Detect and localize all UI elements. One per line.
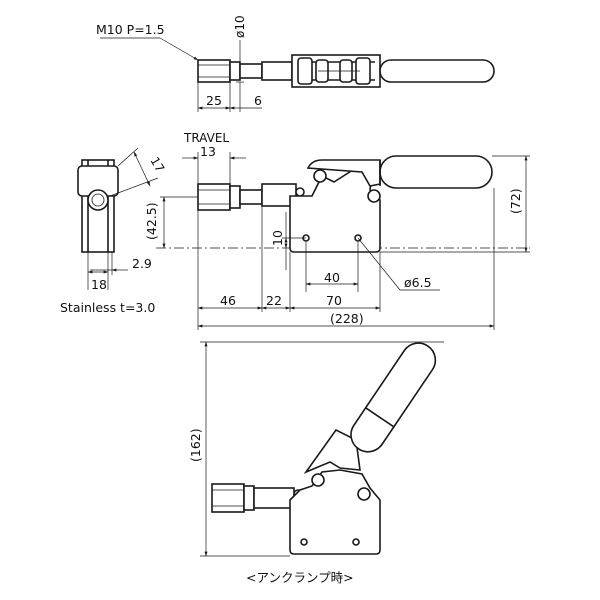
front-view: TRAVEL 13 (42.5) 10 40 ø6.5 (72) [144, 131, 530, 330]
dim-10: 10 [270, 230, 285, 246]
dim-2-9: 2.9 [132, 256, 152, 271]
dim-46: 46 [220, 293, 236, 308]
dia10-label: ø10 [233, 15, 247, 38]
dim-25: 25 [206, 93, 222, 108]
dim-70: 70 [326, 293, 342, 308]
caption: <アンクランプ時> [246, 570, 354, 585]
dim-162: (162) [188, 428, 203, 462]
unclamp-nut [211, 483, 245, 513]
dim-17: 17 [147, 155, 167, 175]
dim-40: 40 [324, 270, 340, 285]
unclamp-body [289, 469, 381, 555]
travel-13: 13 [200, 144, 216, 159]
dim-228: (228) [330, 311, 364, 326]
end-view: 17 18 2.9 Stainless t=3.0 [60, 147, 167, 315]
dim-6: 6 [254, 93, 262, 108]
unclamp-view: (162) <アンクランプ時> [188, 341, 444, 585]
front-nut [197, 183, 231, 211]
travel-label: TRAVEL [183, 131, 229, 145]
hole-label: ø6.5 [404, 275, 432, 290]
top-plunger [239, 63, 263, 79]
dim-42-5: (42.5) [144, 202, 159, 240]
top-collar [229, 61, 241, 81]
top-nut [197, 59, 231, 83]
dim-72: (72) [508, 188, 523, 214]
top-handle [379, 59, 495, 83]
dim-22: 22 [266, 293, 282, 308]
end-nut-circle [87, 189, 109, 211]
dim-18: 18 [91, 277, 107, 292]
top-view: M10 P=1.5 ø10 25 6 [96, 15, 495, 112]
thread-label: M10 P=1.5 [96, 22, 165, 37]
front-handle [379, 155, 493, 189]
top-guide [261, 61, 293, 81]
unclamp-handle [350, 342, 437, 453]
material-label: Stainless t=3.0 [60, 300, 155, 315]
